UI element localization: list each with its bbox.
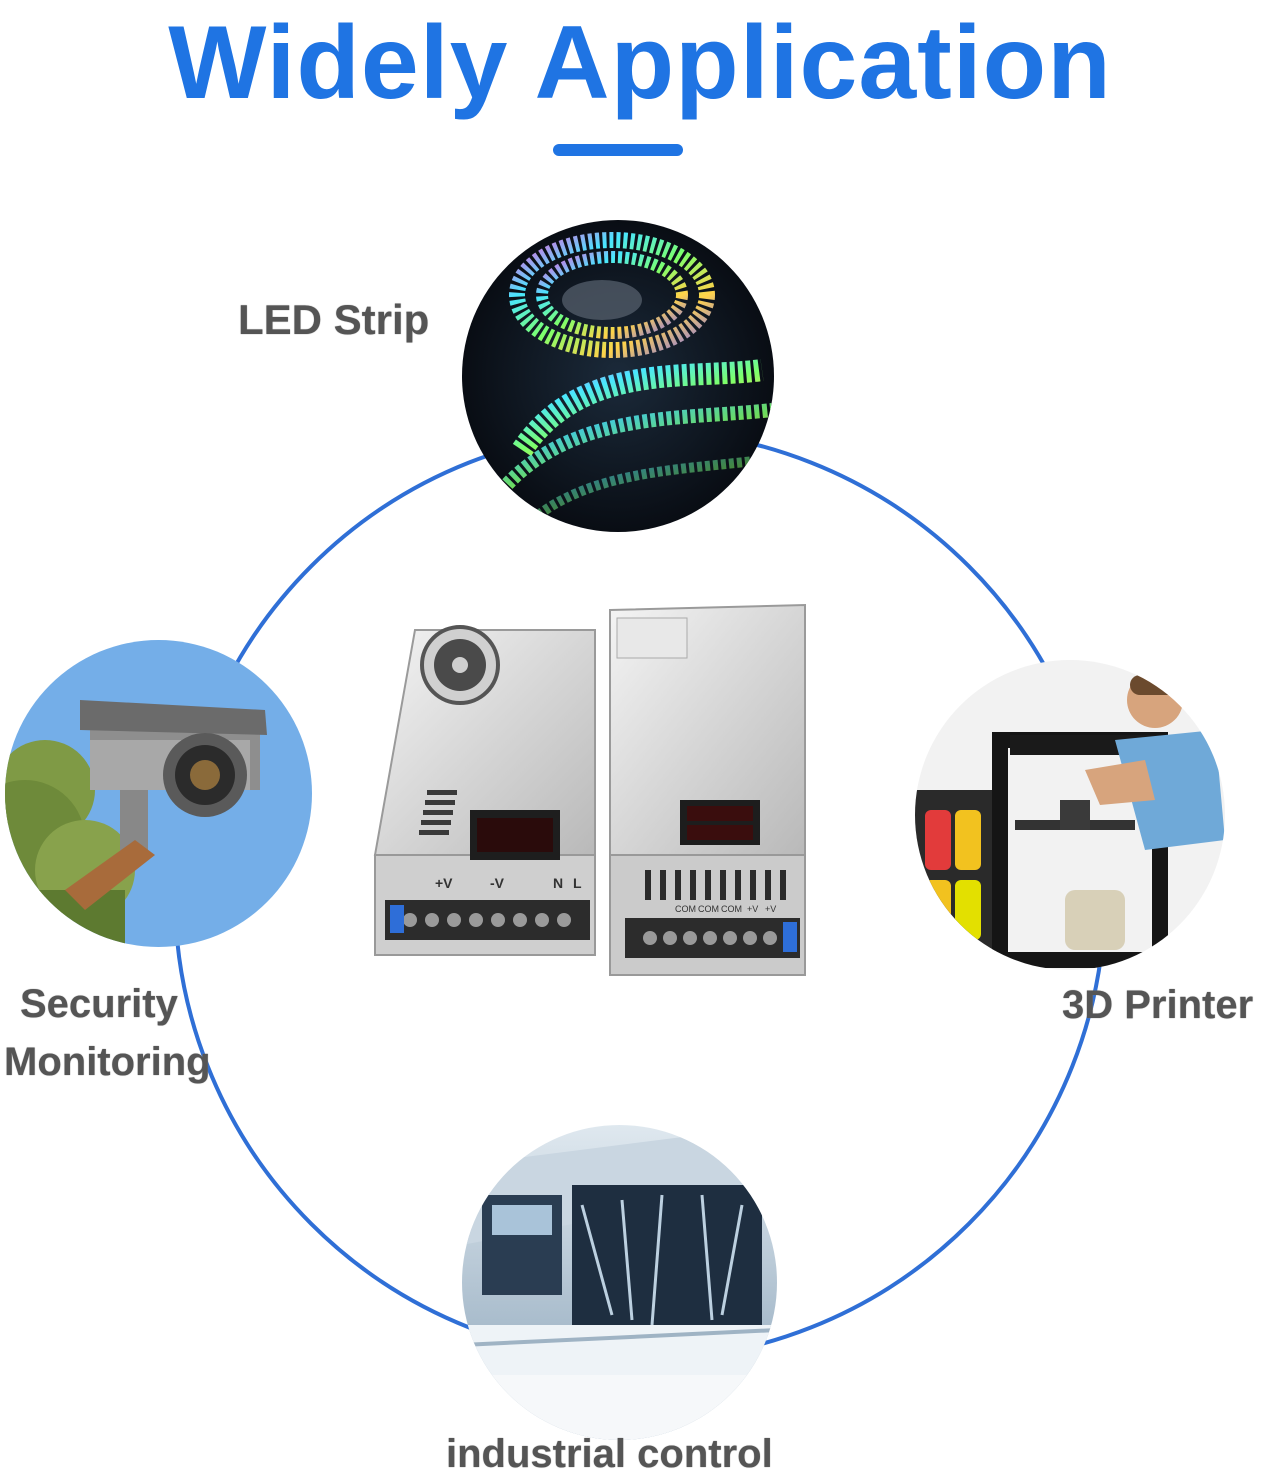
- terminal-label-l: L: [573, 875, 582, 891]
- 3d-printer-photo: [915, 660, 1225, 970]
- psu-right-unit: COM COM COM +V +V: [609, 603, 806, 976]
- label-security: Security: [20, 982, 178, 1026]
- label-led-strip: LED Strip: [238, 296, 430, 343]
- terminal-label-minus-v: -V: [490, 875, 505, 891]
- label-industrial-control: industrial control: [446, 1432, 773, 1476]
- terminal-label-n: N: [553, 875, 563, 891]
- page-title: Widely Application: [168, 5, 1112, 121]
- industrial-machine-photo: [462, 1125, 777, 1440]
- label-monitoring: Monitoring: [4, 1040, 211, 1084]
- led-strip-photo: [462, 220, 774, 532]
- security-camera-photo: [5, 640, 312, 947]
- label-3d-printer: 3D Printer: [1062, 983, 1254, 1027]
- terminal-label-com-2: COM: [698, 904, 719, 914]
- terminal-label-plus-v-2: +V: [765, 904, 776, 914]
- power-supply-units: +V -V N L COM COM COM +V +V: [373, 603, 806, 976]
- psu-left-unit: +V -V N L: [373, 625, 596, 956]
- terminal-label-com-1: COM: [675, 904, 696, 914]
- title-underline: [553, 144, 683, 156]
- terminal-label-plus-v-1: +V: [747, 904, 758, 914]
- terminal-label-com-3: COM: [721, 904, 742, 914]
- terminal-label-plus-v: +V: [435, 875, 453, 891]
